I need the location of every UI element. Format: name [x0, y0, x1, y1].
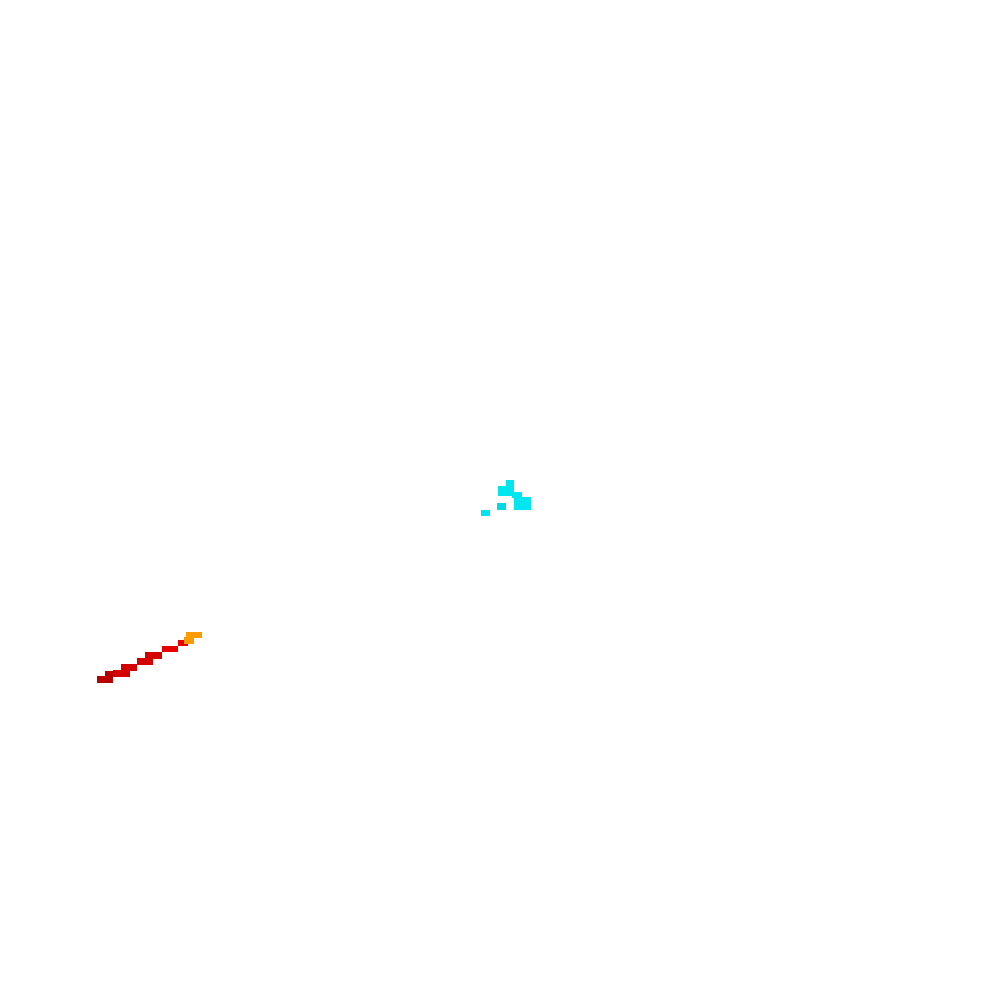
cyan-pixel [514, 497, 531, 510]
cyan-pixel [481, 510, 490, 516]
red-trail [97, 632, 202, 683]
red-trail-pixel [137, 658, 153, 665]
red-trail-pixel [186, 632, 202, 638]
cyan-pixel [497, 503, 506, 510]
red-trail-pixel [97, 676, 113, 683]
cyan-pixel [512, 492, 522, 498]
red-trail-pixel [145, 652, 162, 659]
cyan-pixel-cluster [481, 480, 531, 516]
cyan-pixel [506, 480, 514, 488]
red-trail-pixel [162, 646, 178, 652]
red-trail-pixel [113, 670, 130, 677]
red-trail-pixel [184, 637, 194, 644]
red-trail-pixel [178, 640, 188, 646]
cyan-pixel [498, 486, 514, 496]
red-trail-pixel [121, 664, 137, 671]
